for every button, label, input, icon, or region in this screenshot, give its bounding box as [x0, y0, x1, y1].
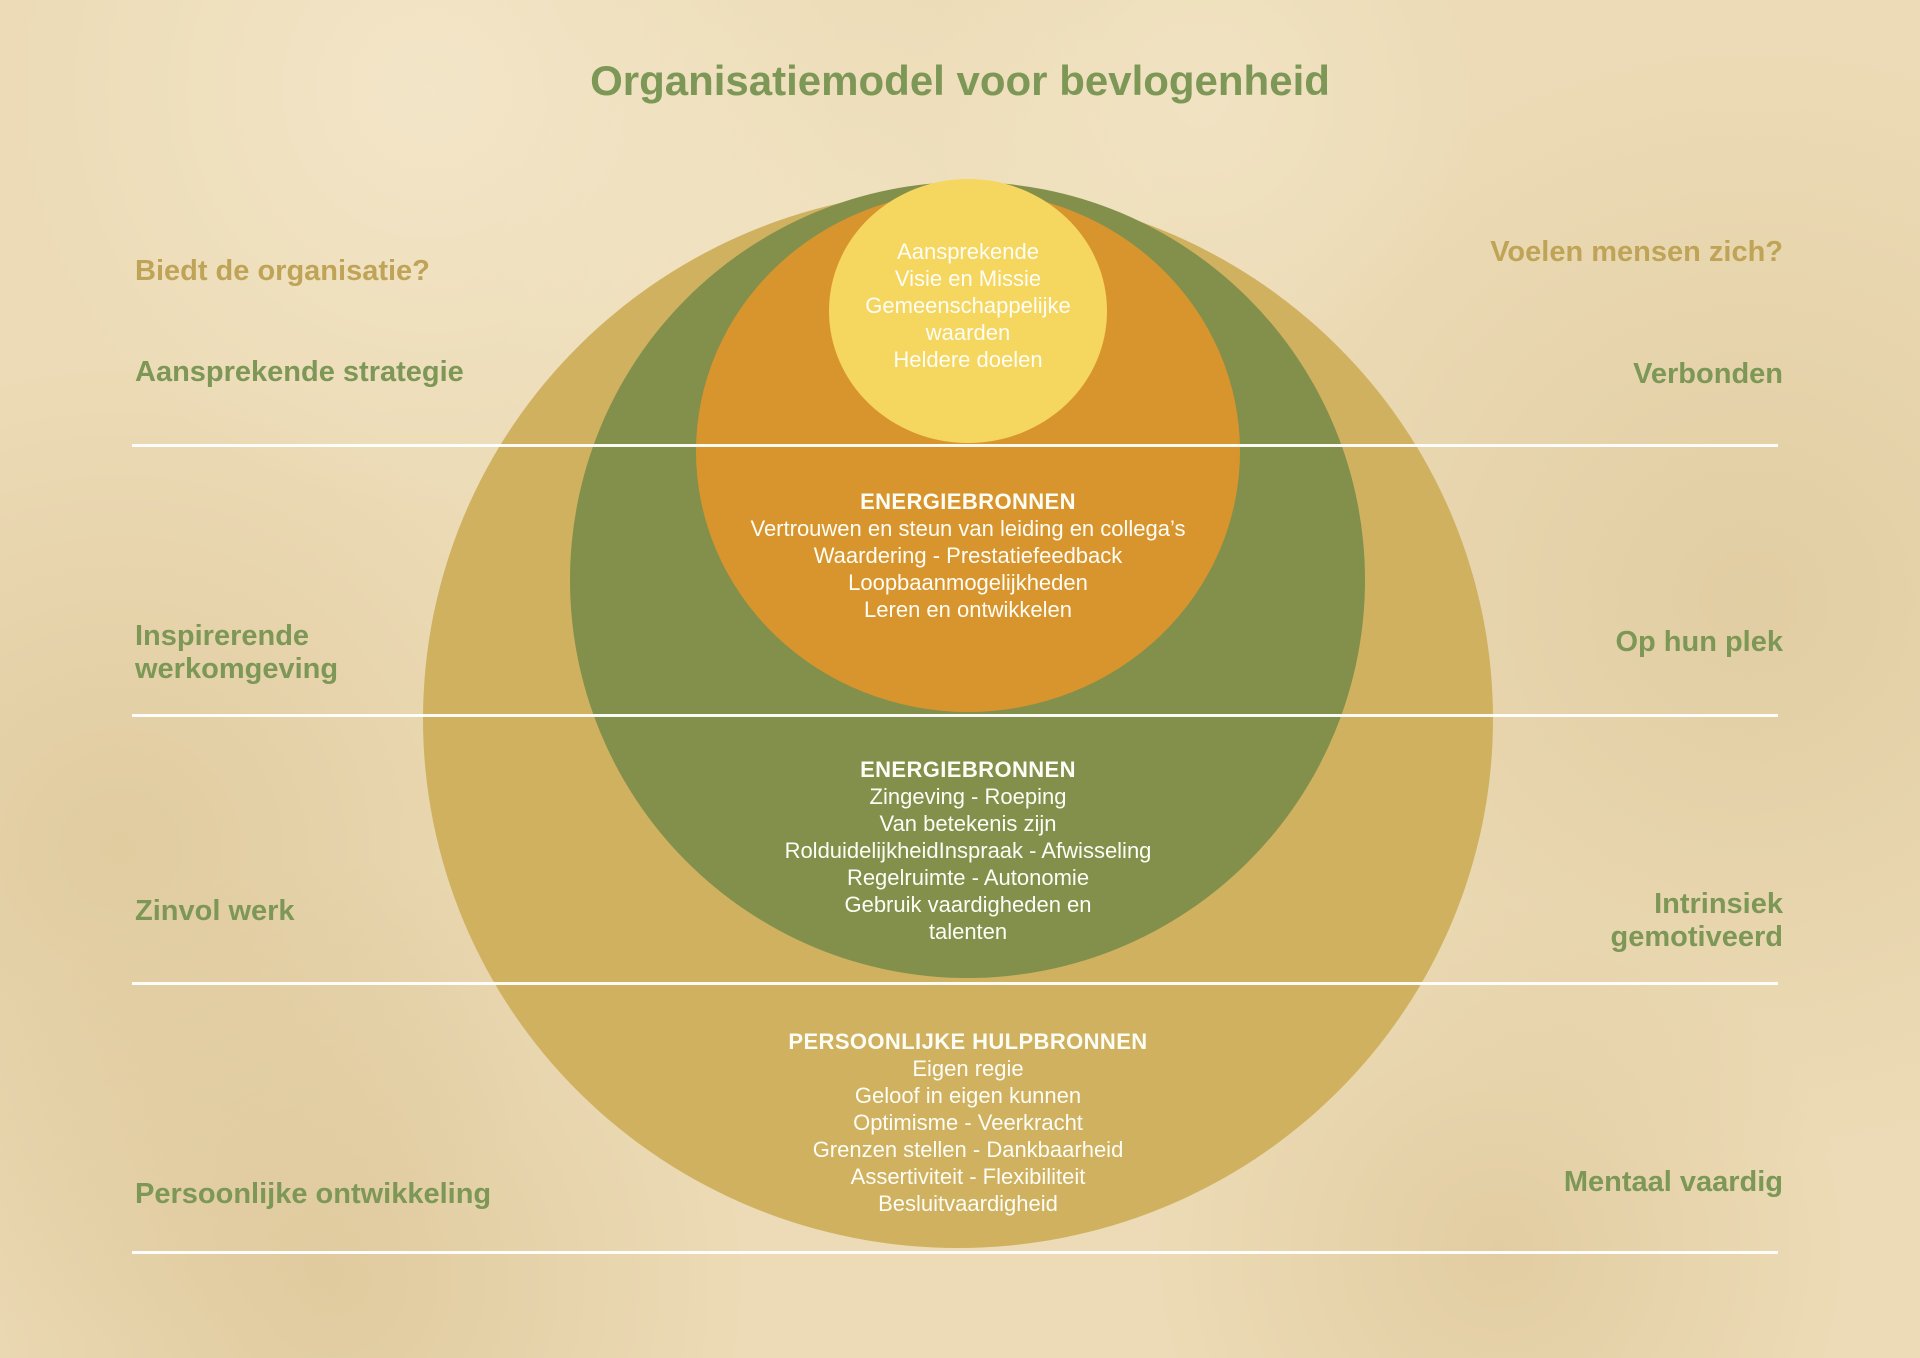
right-question-label: Voelen mensen zich? [1490, 236, 1783, 268]
ring-text-energiebronnen-werk: ENERGIEBRONNEN Zingeving - Roeping Van b… [568, 756, 1368, 945]
ring-visie-missie [829, 179, 1107, 443]
divider-line-2 [132, 714, 1778, 717]
divider-line-3 [132, 982, 1778, 985]
divider-line-1 [132, 444, 1778, 447]
right-label-op-hun-plek: Op hun plek [1615, 626, 1783, 658]
persoonlijke-hulpbronnen-heading: PERSOONLIJKE HULPBRONNEN [788, 1029, 1148, 1054]
right-label-verbonden: Verbonden [1633, 358, 1783, 390]
energiebronnen-werk-heading: ENERGIEBRONNEN [860, 757, 1076, 782]
left-label-aansprekende-strategie: Aansprekende strategie [135, 356, 464, 388]
ring-text-energiebronnen-organisatie: ENERGIEBRONNEN Vertrouwen en steun van l… [568, 488, 1368, 623]
right-label-mentaal-vaardig: Mentaal vaardig [1563, 1166, 1783, 1198]
ring-text-persoonlijke-hulpbronnen: PERSOONLIJKE HULPBRONNEN Eigen regie Gel… [568, 1028, 1368, 1217]
left-label-inspirerende-werkomgeving: Inspirerende werkomgeving [135, 620, 339, 685]
persoonlijke-hulpbronnen-lines: Eigen regie Geloof in eigen kunnen Optim… [812, 1056, 1124, 1216]
left-label-zinvol-werk: Zinvol werk [135, 895, 295, 927]
left-question-label: Biedt de organisatie? [135, 255, 430, 287]
visie-missie-lines: Aansprekende Visie en Missie Gemeenschap… [865, 239, 1071, 372]
left-label-persoonlijke-ontwikkeling: Persoonlijke ontwikkeling [135, 1178, 492, 1210]
energiebronnen-organisatie-lines: Vertrouwen en steun van leiding en colle… [750, 516, 1186, 622]
energiebronnen-organisatie-heading: ENERGIEBRONNEN [860, 489, 1076, 514]
page-title: Organisatiemodel voor bevlogenheid [590, 57, 1330, 104]
divider-line-4 [132, 1251, 1778, 1254]
right-label-intrinsiek-gemotiveerd: Intrinsiek gemotiveerd [1610, 888, 1783, 953]
ring-text-visie-missie: Aansprekende Visie en Missie Gemeenschap… [568, 238, 1368, 373]
energiebronnen-werk-lines: Zingeving - Roeping Van betekenis zijn R… [784, 784, 1152, 944]
